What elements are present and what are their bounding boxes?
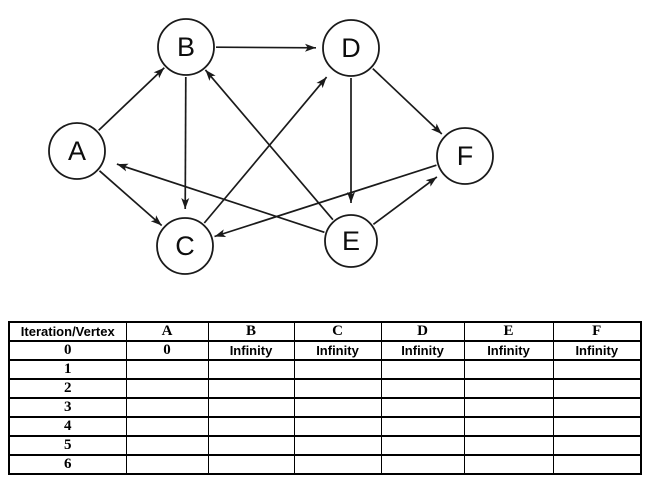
table-cell-1-B xyxy=(207,359,295,380)
vertex-A: A xyxy=(48,122,106,180)
table-cell-2-C xyxy=(293,378,382,399)
graph-edges xyxy=(98,43,443,238)
table-cell-0-A: 0 xyxy=(125,340,209,361)
vertex-F-circle xyxy=(436,127,494,185)
table-cell-3-E xyxy=(463,397,554,418)
edge-E-F xyxy=(372,176,438,225)
table-col-header-A: A xyxy=(125,321,209,342)
table-cell-5-C xyxy=(293,435,382,456)
graph-vertices: A B C D E F xyxy=(48,18,494,275)
table-cell-6-C xyxy=(293,454,382,475)
table-cell-5-A xyxy=(125,435,209,456)
table-col-header-C: C xyxy=(293,321,382,342)
table-col-header-E: E xyxy=(463,321,554,342)
table-corner-header: Iteration/Vertex xyxy=(8,321,127,342)
vertex-D-label: D xyxy=(341,33,361,63)
table-cell-2-E xyxy=(463,378,554,399)
table-cell-3-B xyxy=(207,397,295,418)
table-cell-3-D xyxy=(380,397,465,418)
edge-E-B xyxy=(204,69,334,221)
edge-C-D xyxy=(203,76,328,224)
vertex-C-circle xyxy=(156,217,214,275)
table-cell-6-D xyxy=(380,454,465,475)
table-cell-1-F xyxy=(552,359,642,380)
table-cell-6-A xyxy=(125,454,209,475)
table-cell-2-F xyxy=(552,378,642,399)
table-cell-5-F xyxy=(552,435,642,456)
table-cell-1-A xyxy=(125,359,209,380)
vertex-C-label: C xyxy=(175,231,195,261)
vertex-D: D xyxy=(322,19,380,77)
table-cell-6-B xyxy=(207,454,295,475)
table-cell-0-B: Infinity xyxy=(207,340,295,361)
table-cell-0-E: Infinity xyxy=(463,340,554,361)
table-cell-2-B xyxy=(207,378,295,399)
table-cell-4-F xyxy=(552,416,642,437)
table-cell-2-D xyxy=(380,378,465,399)
vertex-B-circle xyxy=(157,18,215,76)
table-cell-4-A xyxy=(125,416,209,437)
vertex-F: F xyxy=(436,127,494,185)
vertex-D-circle xyxy=(322,19,380,77)
table-col-header-F: F xyxy=(552,321,642,342)
edge-D-F xyxy=(372,67,443,135)
table-row-iteration-3: 3 xyxy=(8,397,642,418)
table-cell-5-B xyxy=(207,435,295,456)
iteration-label: 0 xyxy=(8,340,127,361)
table-cell-0-D: Infinity xyxy=(380,340,465,361)
table-cell-4-E xyxy=(463,416,554,437)
table-cell-0-F: Infinity xyxy=(552,340,642,361)
vertex-E: E xyxy=(324,214,378,268)
directed-graph-diagram: A B C D E F xyxy=(48,18,494,275)
table-cell-1-D xyxy=(380,359,465,380)
edge-A-C xyxy=(98,170,163,227)
iteration-label: 4 xyxy=(8,416,127,437)
table-row-iteration-5: 5 xyxy=(8,435,642,456)
table-col-header-B: B xyxy=(207,321,295,342)
table-cell-4-C xyxy=(293,416,382,437)
table-cell-6-E xyxy=(463,454,554,475)
table-cell-0-C: Infinity xyxy=(293,340,382,361)
table-cell-4-B xyxy=(207,416,295,437)
table-cell-3-C xyxy=(293,397,382,418)
vertex-E-circle xyxy=(324,214,378,268)
vertex-A-label: A xyxy=(68,136,86,166)
table-row-iteration-2: 2 xyxy=(8,378,642,399)
vertex-F-label: F xyxy=(457,141,474,171)
table-cell-1-C xyxy=(293,359,382,380)
vertex-C: C xyxy=(156,217,214,275)
table-row-iteration-4: 4 xyxy=(8,416,642,437)
edge-A-B xyxy=(98,67,165,131)
vertex-B-label: B xyxy=(177,32,195,62)
table-cell-1-E xyxy=(463,359,554,380)
table-cell-3-A xyxy=(125,397,209,418)
table-row-iteration-6: 6 xyxy=(8,454,642,475)
table-cell-5-D xyxy=(380,435,465,456)
table-row-iteration-1: 1 xyxy=(8,359,642,380)
iteration-label: 6 xyxy=(8,454,127,475)
iteration-label: 5 xyxy=(8,435,127,456)
table-col-header-D: D xyxy=(380,321,465,342)
edge-E-A xyxy=(116,163,325,234)
table-cell-2-A xyxy=(125,378,209,399)
iteration-label: 2 xyxy=(8,378,127,399)
vertex-E-label: E xyxy=(342,226,360,256)
vertex-B: B xyxy=(157,18,215,76)
edge-B-C xyxy=(181,76,190,210)
table-cell-6-F xyxy=(552,454,642,475)
iteration-label: 1 xyxy=(8,359,127,380)
table-cell-3-F xyxy=(552,397,642,418)
edge-B-D xyxy=(215,43,317,52)
table-cell-4-D xyxy=(380,416,465,437)
table-cell-5-E xyxy=(463,435,554,456)
iteration-label: 3 xyxy=(8,397,127,418)
vertex-A-circle xyxy=(48,122,106,180)
edge-F-C xyxy=(214,164,437,238)
